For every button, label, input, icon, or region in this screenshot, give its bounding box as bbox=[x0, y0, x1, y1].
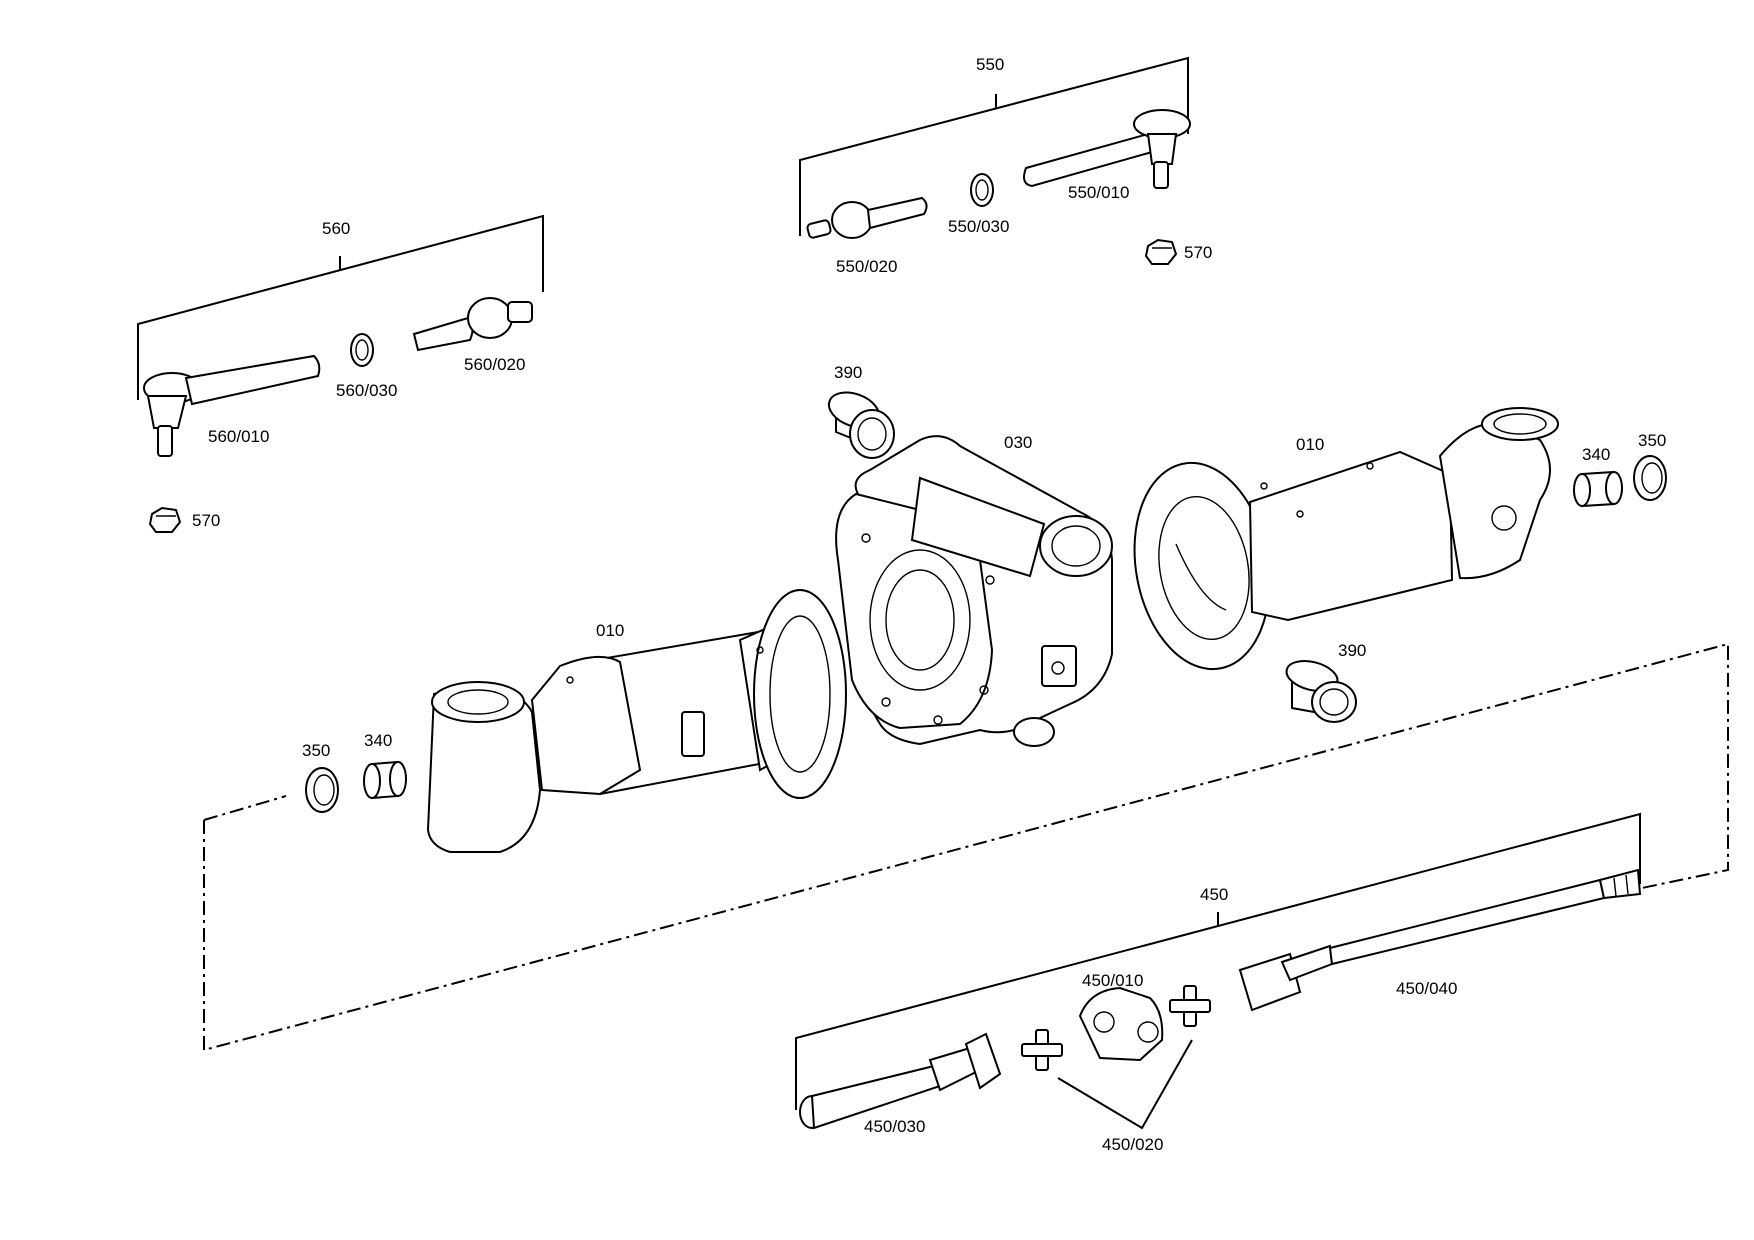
part-560-030-ring bbox=[350, 333, 374, 367]
label-560: 560 bbox=[322, 219, 350, 238]
part-390-bushing-top: 390 bbox=[827, 363, 895, 459]
label-450-040: 450/040 bbox=[1396, 979, 1457, 998]
assembly-boundary bbox=[203, 642, 1729, 1052]
label-010-right: 010 bbox=[1296, 435, 1324, 454]
label-560-030: 560/030 bbox=[336, 381, 397, 400]
group-560: 560 560/010 560/030 560/020 570 bbox=[137, 214, 544, 533]
part-560-010-tie-rod-end bbox=[143, 354, 321, 457]
label-550: 550 bbox=[976, 55, 1004, 74]
label-390-mid: 390 bbox=[1338, 641, 1366, 660]
part-560-020-inner-joint bbox=[412, 297, 533, 352]
group-550: 550 550/010 550/030 550/020 570 bbox=[799, 55, 1212, 276]
part-450-020-spider-right bbox=[1169, 985, 1211, 1027]
part-340-bushing-left: 340 bbox=[363, 731, 407, 800]
part-390-bushing-mid: 390 bbox=[1285, 641, 1366, 723]
label-560-020: 560/020 bbox=[464, 355, 525, 374]
label-450-020: 450/020 bbox=[1102, 1135, 1163, 1154]
label-340-right: 340 bbox=[1582, 445, 1610, 464]
label-340-left: 340 bbox=[364, 731, 392, 750]
label-390-top: 390 bbox=[834, 363, 862, 382]
part-030-differential-housing: 030 bbox=[835, 433, 1113, 747]
part-450-040-long-shaft bbox=[1238, 868, 1642, 1012]
part-450-020-spider-left bbox=[1021, 1029, 1063, 1071]
part-350-seal-left: 350 bbox=[302, 741, 339, 813]
part-450-030-stub-shaft bbox=[799, 1032, 1002, 1130]
label-030: 030 bbox=[1004, 433, 1032, 452]
part-550-010-tie-rod-end bbox=[1023, 109, 1191, 189]
part-010-right-axle-housing: 010 bbox=[1133, 407, 1559, 671]
part-010-left-axle-housing: 010 bbox=[426, 589, 847, 853]
label-450-010: 450/010 bbox=[1082, 971, 1143, 990]
part-550-020-inner-joint bbox=[806, 196, 928, 239]
part-350-seal-right: 350 bbox=[1633, 431, 1667, 501]
label-350-left: 350 bbox=[302, 741, 330, 760]
label-560-010: 560/010 bbox=[208, 427, 269, 446]
part-450-010-center-yoke bbox=[1078, 986, 1164, 1062]
label-570-top: 570 bbox=[1184, 243, 1212, 262]
label-010-left: 010 bbox=[596, 621, 624, 640]
group-450: 450 450/010 450/040 450/030 450/020 bbox=[795, 812, 1642, 1154]
label-550-010: 550/010 bbox=[1068, 183, 1129, 202]
part-550-030-ring bbox=[970, 173, 994, 207]
label-550-020: 550/020 bbox=[836, 257, 897, 276]
label-550-030: 550/030 bbox=[948, 217, 1009, 236]
part-340-bushing-right: 340 bbox=[1573, 445, 1623, 508]
label-450-030: 450/030 bbox=[864, 1117, 925, 1136]
label-570-left: 570 bbox=[192, 511, 220, 530]
part-570-nut-left bbox=[148, 506, 182, 533]
part-570-nut-top bbox=[1144, 238, 1178, 265]
label-350-right: 350 bbox=[1638, 431, 1666, 450]
label-450: 450 bbox=[1200, 885, 1228, 904]
